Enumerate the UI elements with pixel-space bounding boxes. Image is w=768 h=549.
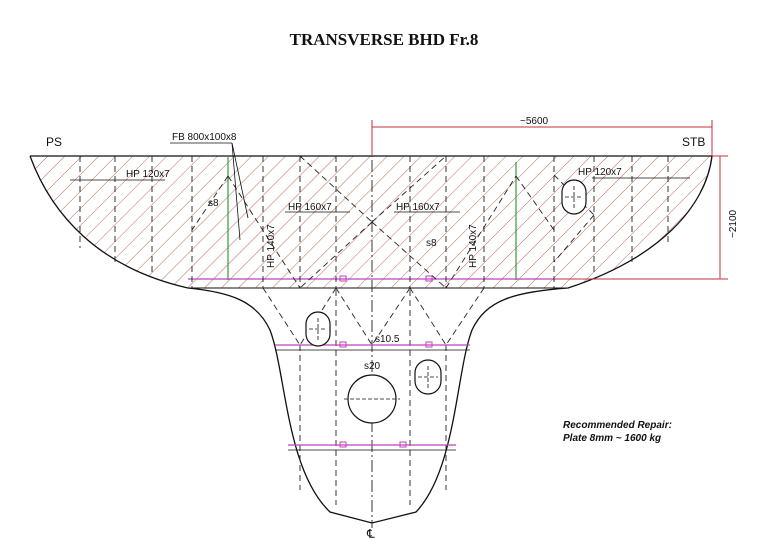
dimension-width [371,120,713,156]
label-ps: PS [46,135,62,149]
label-hp140-left: HP 140x7 [266,224,277,268]
label-stb: STB [682,135,705,149]
label-s20: s20 [364,361,381,372]
repair-note: Recommended Repair: Plate 8mm ~ 1600 kg [563,419,672,445]
magenta-brackets [339,275,433,448]
label-hp160-right: HP 160x7 [396,202,440,213]
upper-stiffeners [79,156,669,288]
repair-note-line1: Recommended Repair: [563,420,672,431]
lower-structure [262,287,485,505]
label-s10-5: s10.5 [375,334,400,345]
label-centerline: ℄ [366,527,375,541]
upper-diagonals [191,155,595,289]
repair-note-line2: Plate 8mm ~ 1600 kg [563,433,662,444]
label-hp120-right: HP 120x7 [578,167,622,178]
label-s8-left: s8 [208,198,219,209]
opening-crosshairs [309,186,583,400]
drawing-title: TRANSVERSE BHD Fr.8 [289,30,479,49]
label-s8-right: s8 [426,238,437,249]
label-dim-width: ~5600 [520,116,549,127]
label-hp160-left: HP 160x7 [288,202,332,213]
label-hp140-right: HP 140x7 [468,224,479,268]
label-dim-height: ~2100 [728,209,739,238]
leader-lines [70,142,690,241]
label-hp120-left: HP 120x7 [126,169,170,180]
dimension-height [556,155,728,280]
label-fb: FB 800x100x8 [172,132,237,143]
